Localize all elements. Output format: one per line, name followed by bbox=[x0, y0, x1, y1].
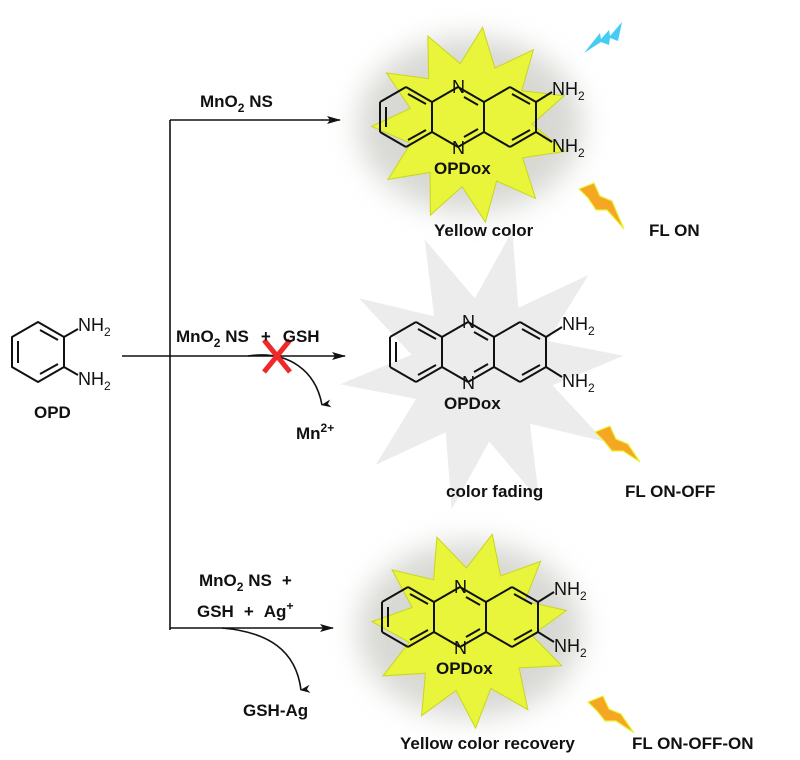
opd-label: OPD bbox=[34, 403, 71, 422]
reagent-route-3-line2: GSH+Ag+ bbox=[197, 599, 293, 621]
product-name-label: OPDox bbox=[434, 159, 491, 178]
phenazine-structure bbox=[389, 321, 563, 383]
color-label-route-2: color fading bbox=[446, 482, 543, 501]
amine-bottom: NH2 bbox=[552, 136, 585, 160]
fl-label-route-3: FL ON-OFF-ON bbox=[632, 734, 754, 753]
amine-bottom: NH2 bbox=[562, 371, 595, 395]
opd-benzene-ring bbox=[11, 321, 79, 383]
product-name-label: OPDox bbox=[436, 659, 493, 678]
side-arrow-gsh-ag bbox=[221, 627, 311, 693]
color-label-route-3: Yellow color recovery bbox=[400, 734, 575, 753]
fl-label-route-2: FL ON-OFF bbox=[625, 482, 715, 501]
reaction-arrows bbox=[122, 116, 346, 693]
opd-amine-top: NH2 bbox=[78, 315, 111, 339]
lightning-bolt-blue-icon bbox=[584, 22, 622, 53]
opd-amine-bottom: NH2 bbox=[78, 369, 111, 393]
nitrogen-atom-top: N bbox=[452, 77, 465, 97]
nitrogen-atom-bottom: N bbox=[452, 138, 465, 158]
nitrogen-atom-top: N bbox=[462, 312, 475, 332]
amine-top: NH2 bbox=[554, 579, 587, 603]
phenazine-structure bbox=[381, 586, 555, 648]
reagent-route-2: MnO2 NS+GSH bbox=[176, 327, 320, 350]
side-product-mn: Mn2+ bbox=[296, 421, 334, 443]
lightning-bolt-fl-on-off-icon bbox=[593, 425, 641, 463]
blocked-cross-icon bbox=[262, 338, 292, 374]
amine-top: NH2 bbox=[562, 314, 595, 338]
phenazine-structure bbox=[379, 86, 553, 148]
amine-top: NH2 bbox=[552, 79, 585, 103]
lightning-bolt-fl-on-off-on-icon bbox=[586, 695, 635, 734]
reagent-route-1: MnO2 NS bbox=[200, 92, 273, 115]
yellow-burst bbox=[370, 533, 568, 730]
opd-molecule: NH2 NH2 OPD bbox=[11, 315, 111, 422]
nitrogen-atom-bottom: N bbox=[462, 373, 475, 393]
nitrogen-atom-top: N bbox=[454, 577, 467, 597]
reagent-route-3-line1: MnO2 NS+ bbox=[199, 571, 292, 594]
nitrogen-atom-bottom: N bbox=[454, 638, 467, 658]
side-product-gsh-ag: GSH-Ag bbox=[243, 701, 308, 720]
side-arrow-mn bbox=[247, 354, 332, 408]
product-name-label: OPDox bbox=[444, 394, 501, 413]
gray-burst bbox=[340, 230, 624, 510]
color-label-route-1: Yellow color bbox=[434, 221, 534, 240]
fl-label-route-1: FL ON bbox=[649, 221, 700, 240]
lightning-bolt-fl-on-icon bbox=[577, 182, 625, 230]
amine-bottom: NH2 bbox=[554, 636, 587, 660]
